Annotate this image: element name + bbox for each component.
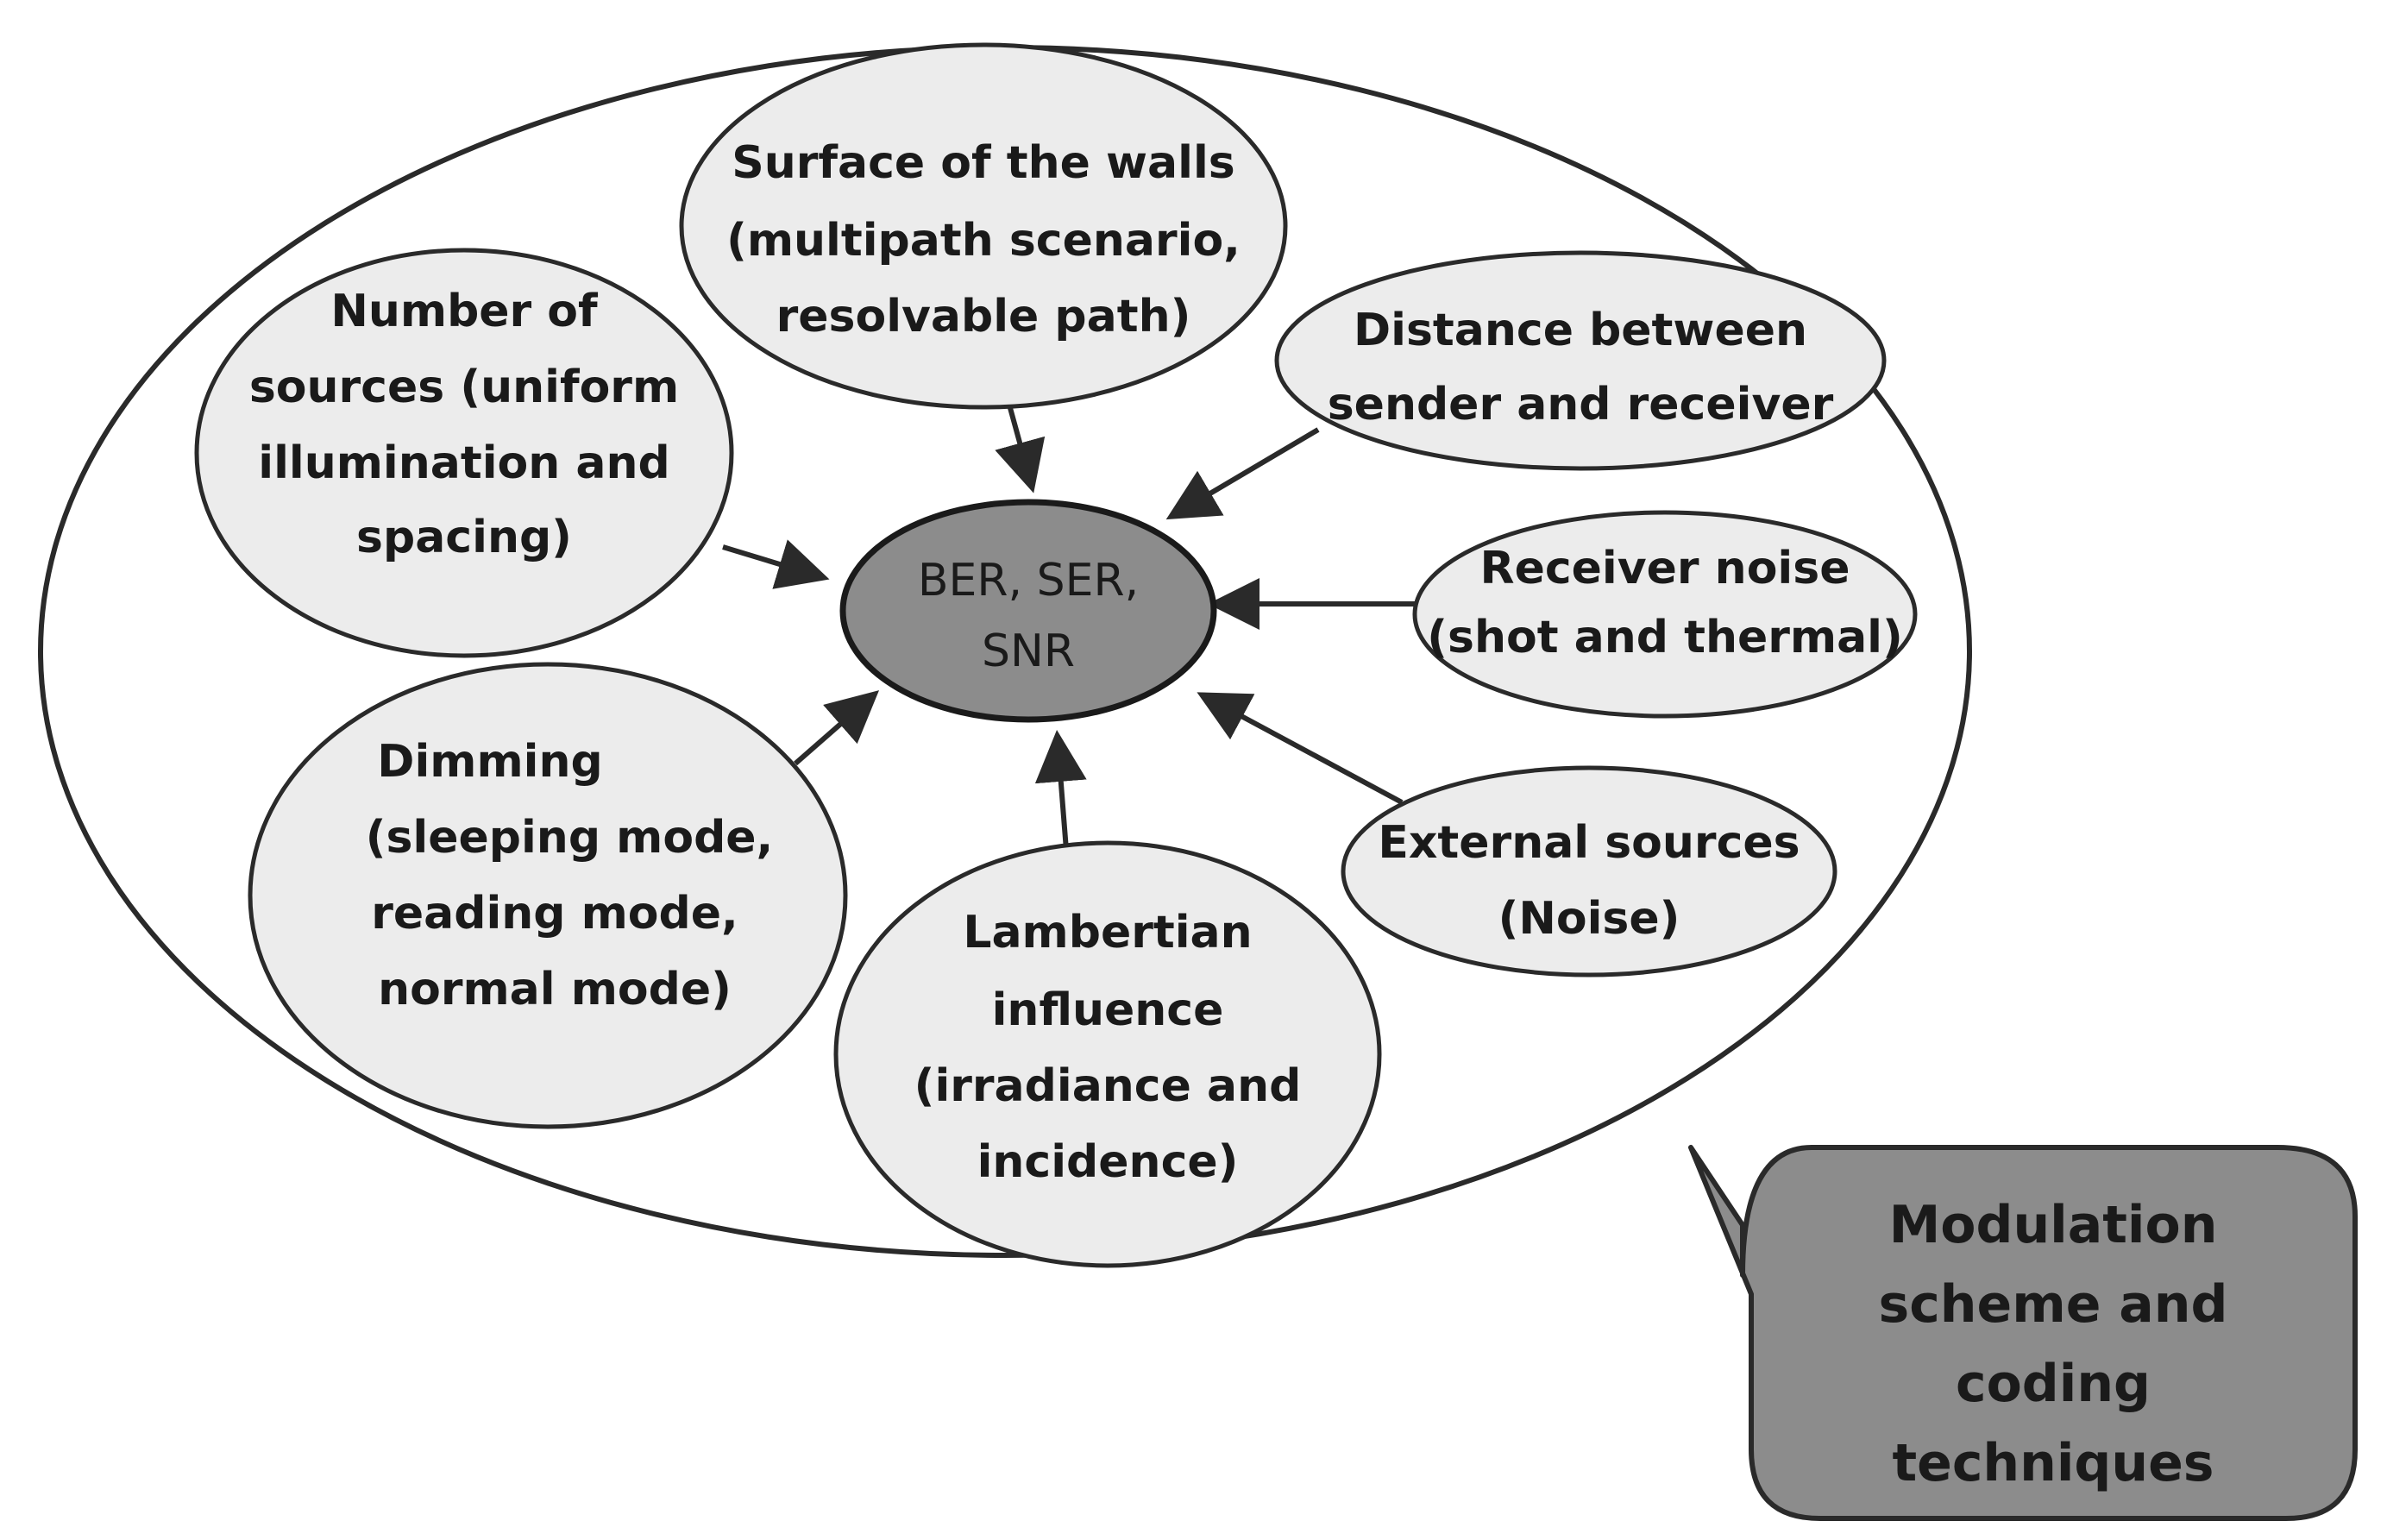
dimming-ellipse [248, 662, 848, 1129]
center-line-1: BER, SER, [918, 555, 1139, 607]
node-receiver-noise: Receiver noise (shot and thermal) [1412, 510, 1918, 719]
number-sources-line-1: Number of [330, 286, 599, 337]
arrow-surface-walls [995, 398, 1046, 493]
arrow-number-sources [722, 539, 830, 589]
receiver-noise-ellipse [1412, 510, 1918, 719]
callout-line-2: scheme and [1879, 1274, 2228, 1335]
arrow-dimming [794, 690, 880, 766]
dimming-line-4: normal mode) [378, 964, 732, 1015]
node-distance: Distance between sender and receiver [1274, 250, 1887, 471]
arrow-external-sources [1197, 692, 1404, 805]
node-external-sources: External sources (Noise) [1341, 765, 1837, 977]
lambertian-line-2: influence [992, 984, 1224, 1036]
receiver-noise-line-1: Receiver noise [1480, 543, 1850, 594]
distance-ellipse [1274, 250, 1887, 471]
dimming-line-1: Dimming [377, 736, 602, 788]
distance-line-1: Distance between [1354, 305, 1807, 356]
callout-line-1: Modulation [1889, 1195, 2218, 1255]
receiver-noise-line-2: (shot and thermal) [1427, 612, 1903, 663]
callout-line-4: techniques [1892, 1433, 2214, 1493]
surface-walls-line-2: (multipath scenario, [726, 215, 1241, 267]
number-sources-ellipse [194, 248, 734, 658]
lambertian-line-3: (irradiance and [914, 1060, 1302, 1112]
distance-line-2: sender and receiver [1328, 379, 1834, 431]
callout-shape [1688, 1145, 2358, 1521]
surface-walls-line-1: Surface of the walls [732, 137, 1234, 189]
external-sources-ellipse [1341, 765, 1837, 977]
number-sources-line-2: sources (uniform [249, 361, 679, 413]
arrow-lambertian [1034, 730, 1087, 851]
center-ellipse [839, 499, 1217, 723]
number-sources-line-3: illumination and [258, 437, 669, 489]
lambertian-line-4: incidence) [977, 1136, 1239, 1188]
node-surface-walls: Surface of the walls (multipath scenario… [679, 42, 1288, 410]
callout-box: Modulation scheme and coding techniques [1688, 1145, 2358, 1521]
callout-line-3: coding [1956, 1354, 2151, 1414]
surface-walls-line-3: resolvable path) [776, 291, 1191, 343]
dimming-line-2: (sleeping mode, [366, 812, 774, 864]
arrow-distance [1165, 427, 1320, 520]
center-line-2: SNR [982, 625, 1075, 677]
node-lambertian: Lambertian influence (irradiance and inc… [833, 840, 1382, 1268]
surface-walls-ellipse [679, 42, 1288, 410]
lambertian-line-1: Lambertian [963, 907, 1252, 959]
external-sources-line-1: External sources [1378, 817, 1800, 869]
number-sources-line-4: spacing) [356, 512, 572, 563]
node-number-sources: Number of sources (uniform illumination … [194, 248, 734, 658]
dimming-line-3: reading mode, [371, 888, 738, 940]
external-sources-line-2: (Noise) [1498, 893, 1680, 945]
center-node: BER, SER, SNR [839, 499, 1217, 723]
lambertian-ellipse [833, 840, 1382, 1268]
node-dimming: Dimming (sleeping mode, reading mode, no… [248, 662, 848, 1129]
